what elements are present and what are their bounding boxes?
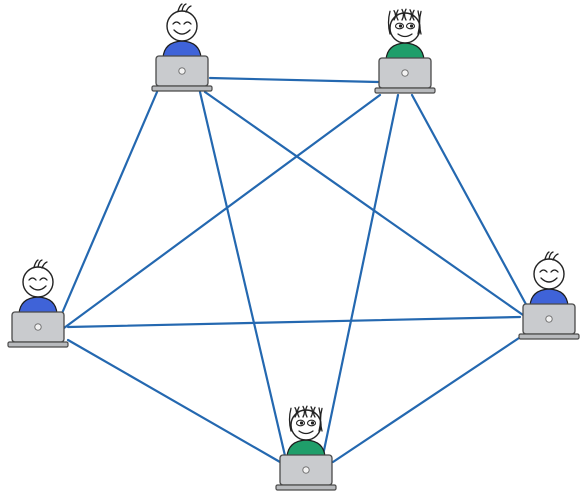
connection-user-top-left-to-user-top-right [208,76,380,84]
connection-user-left-to-user-right [66,315,522,329]
connection-user-top-left-to-user-bottom [198,90,288,462]
face-icon [28,277,48,291]
hair-icon [33,259,48,269]
laptop-icon [518,303,580,340]
hair-icon [177,3,192,13]
user-top-right [374,8,436,94]
connection-user-top-right-to-user-right [410,93,530,310]
hair-icon [544,251,559,261]
connection-user-top-right-to-user-bottom [320,93,400,462]
user-left [7,259,69,348]
connection-user-right-to-user-bottom [331,334,524,464]
laptop-icon [151,55,213,92]
user-top-left [151,3,213,92]
laptop-icon [7,311,69,348]
hair-icon [387,8,422,35]
head-icon [533,258,565,290]
head-icon [166,10,198,42]
connection-user-top-right-to-user-left [62,93,382,330]
users [7,3,580,491]
connection-user-left-to-user-bottom [66,338,282,464]
face-icon [295,419,317,435]
hair-icon [288,405,323,432]
head-icon [22,266,54,298]
user-right [518,251,580,340]
user-bottom [275,405,337,491]
laptop-icon [275,454,337,491]
connection-user-top-left-to-user-left [58,90,159,320]
laptop-icon [374,57,436,94]
connection-user-top-left-to-user-right [203,90,525,317]
connections [58,76,530,464]
face-icon [539,269,559,283]
face-icon [394,22,416,38]
face-icon [172,21,192,35]
